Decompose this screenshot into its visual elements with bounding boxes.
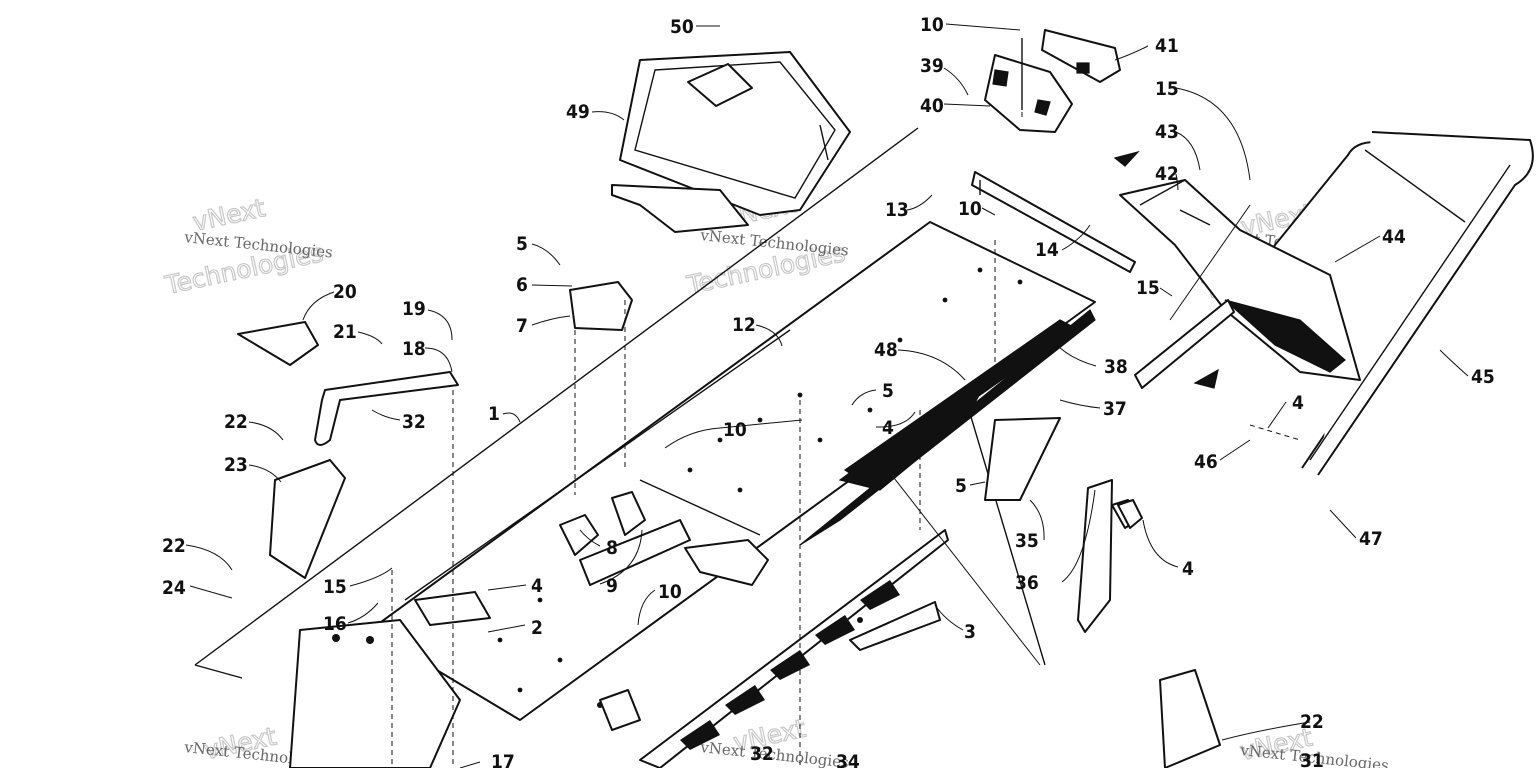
part-8-bracket: [559, 514, 599, 556]
callout-10: 10: [920, 14, 944, 36]
callout-6: 6: [516, 274, 528, 296]
callout-49: 49: [566, 101, 590, 123]
callout-labels: 50 49 10 39 40 41 15 43 42 13 10 14 44 1…: [162, 14, 1495, 768]
callout-19: 19: [402, 298, 426, 320]
front-bracket-part: [1159, 669, 1221, 768]
callout-22: 22: [224, 411, 248, 433]
callout-16: 16: [323, 613, 347, 635]
callout-32: 32: [402, 411, 426, 433]
rivet-holes: [497, 267, 1023, 693]
snow-flap-part: [1113, 150, 1361, 389]
callout-9: 9: [606, 575, 618, 597]
part-23-bracket: [269, 459, 346, 579]
callout-43: 43: [1155, 121, 1179, 143]
callout-3: 3: [964, 621, 976, 643]
part-7-mount: [569, 281, 633, 331]
callout-41: 41: [1155, 35, 1179, 57]
callout-5: 5: [516, 233, 528, 255]
callout-13: 13: [885, 199, 909, 221]
tunnel-top-part: [369, 221, 1096, 721]
cross-bracket-part: [971, 171, 1136, 273]
callout-48: 48: [874, 339, 898, 361]
tunnel-outline-lines: [194, 127, 1046, 679]
part-36-strap: [1077, 479, 1113, 633]
callout-40: 40: [920, 95, 944, 117]
callout-17: 17: [491, 751, 515, 768]
part-10-rail: [579, 519, 691, 586]
footrest-plate: [599, 689, 641, 731]
running-board-part: [639, 529, 949, 768]
callout-44: 44: [1382, 226, 1406, 248]
seat-bag-part: [611, 51, 851, 233]
callout-4: 4: [882, 417, 894, 439]
rear-bracket-assembly: [984, 29, 1121, 133]
callout-35: 35: [1015, 530, 1039, 552]
part-3-plate: [849, 601, 941, 651]
callout-8: 8: [606, 537, 618, 559]
callout-32: 32: [750, 743, 774, 765]
callout-7: 7: [516, 315, 528, 337]
misc-small-parts: [237, 281, 1235, 768]
part-35-bracket: [984, 417, 1061, 501]
callout-38: 38: [1104, 356, 1128, 378]
callout-21: 21: [333, 321, 357, 343]
callout-42: 42: [1155, 163, 1179, 185]
side-decal-part: [843, 319, 1077, 481]
callout-15: 15: [1155, 78, 1179, 100]
callout-1: 1: [488, 403, 500, 425]
callout-5: 5: [955, 475, 967, 497]
fastener-axis-lines: [391, 40, 1301, 768]
callout-10: 10: [658, 581, 682, 603]
callout-37: 37: [1103, 398, 1127, 420]
callout-10: 10: [723, 419, 747, 441]
callout-36: 36: [1015, 572, 1039, 594]
callout-leaders: [185, 23, 1469, 768]
callout-34: 34: [836, 751, 860, 768]
callout-15: 15: [1136, 277, 1160, 299]
part-15-strip: [1134, 299, 1235, 389]
callout-20: 20: [333, 281, 357, 303]
part-20-cover: [237, 321, 319, 366]
callout-2: 2: [531, 617, 543, 639]
callout-24: 24: [162, 577, 186, 599]
tunnel-bracket: [684, 539, 769, 586]
part-18-grab-bar: [314, 371, 459, 446]
callout-4: 4: [1292, 392, 1304, 414]
callout-39: 39: [920, 55, 944, 77]
callout-14: 14: [1035, 239, 1059, 261]
callout-4: 4: [1182, 558, 1194, 580]
callout-31: 31: [1300, 750, 1324, 768]
rear-bumper-part: [1197, 131, 1534, 476]
callout-22: 22: [1300, 711, 1324, 733]
callout-18: 18: [402, 338, 426, 360]
callout-45: 45: [1471, 366, 1495, 388]
part-4-clip-b: [1117, 499, 1143, 529]
callout-22: 22: [162, 535, 186, 557]
callout-23: 23: [224, 454, 248, 476]
callout-47: 47: [1359, 528, 1383, 550]
callout-15: 15: [323, 576, 347, 598]
callout-12: 12: [732, 314, 756, 336]
part-16-frame: [289, 619, 461, 768]
callout-50: 50: [670, 16, 694, 38]
callout-46: 46: [1194, 451, 1218, 473]
callout-5: 5: [882, 380, 894, 402]
part-9-bracket: [611, 491, 646, 536]
callout-10: 10: [958, 198, 982, 220]
callout-4: 4: [531, 575, 543, 597]
